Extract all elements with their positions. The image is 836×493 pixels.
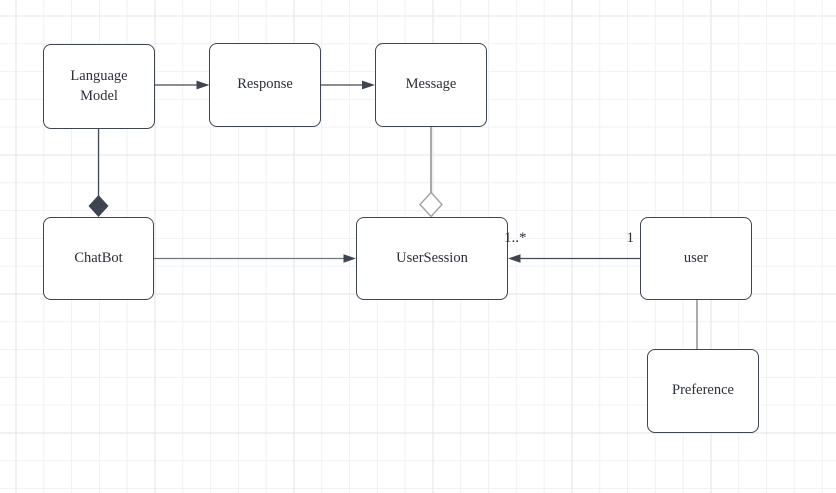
arrowhead-icon — [343, 254, 356, 263]
arrowhead-icon — [362, 80, 375, 90]
aggregation-diamond-icon — [419, 191, 443, 218]
node-user-session[interactable]: UserSession — [356, 217, 508, 300]
node-label: Message — [405, 76, 457, 93]
edge-chatbot-to-user-session[interactable] — [154, 254, 356, 263]
node-preference[interactable]: Preference — [647, 349, 759, 433]
composition-diamond-icon — [88, 195, 109, 217]
edge-message-to-user-session-aggregation[interactable] — [419, 127, 443, 218]
node-label: user — [683, 249, 709, 266]
node-label: ChatBot — [74, 249, 123, 266]
node-response[interactable]: Response — [209, 43, 321, 127]
edge-response-to-message[interactable] — [321, 80, 375, 90]
arrowhead-icon — [508, 254, 521, 263]
node-chatbot[interactable]: ChatBot — [43, 217, 154, 300]
node-label: Preference — [672, 382, 734, 399]
multiplicity-label-one[interactable]: 1 — [626, 230, 635, 246]
edge-language-model-to-response[interactable] — [155, 80, 210, 90]
node-label: Language Model — [70, 67, 128, 104]
multiplicity-label-one-to-many[interactable]: 1..* — [504, 230, 527, 246]
edge-user-to-user-session[interactable] — [508, 254, 640, 263]
edge-language-model-to-chatbot-composition[interactable] — [88, 129, 109, 217]
node-language-model[interactable]: Language Model — [43, 44, 155, 129]
node-label: Response — [237, 76, 293, 93]
node-message[interactable]: Message — [375, 43, 487, 127]
node-user[interactable]: user — [640, 217, 752, 300]
arrowhead-icon — [196, 80, 210, 90]
node-label: UserSession — [396, 249, 468, 266]
